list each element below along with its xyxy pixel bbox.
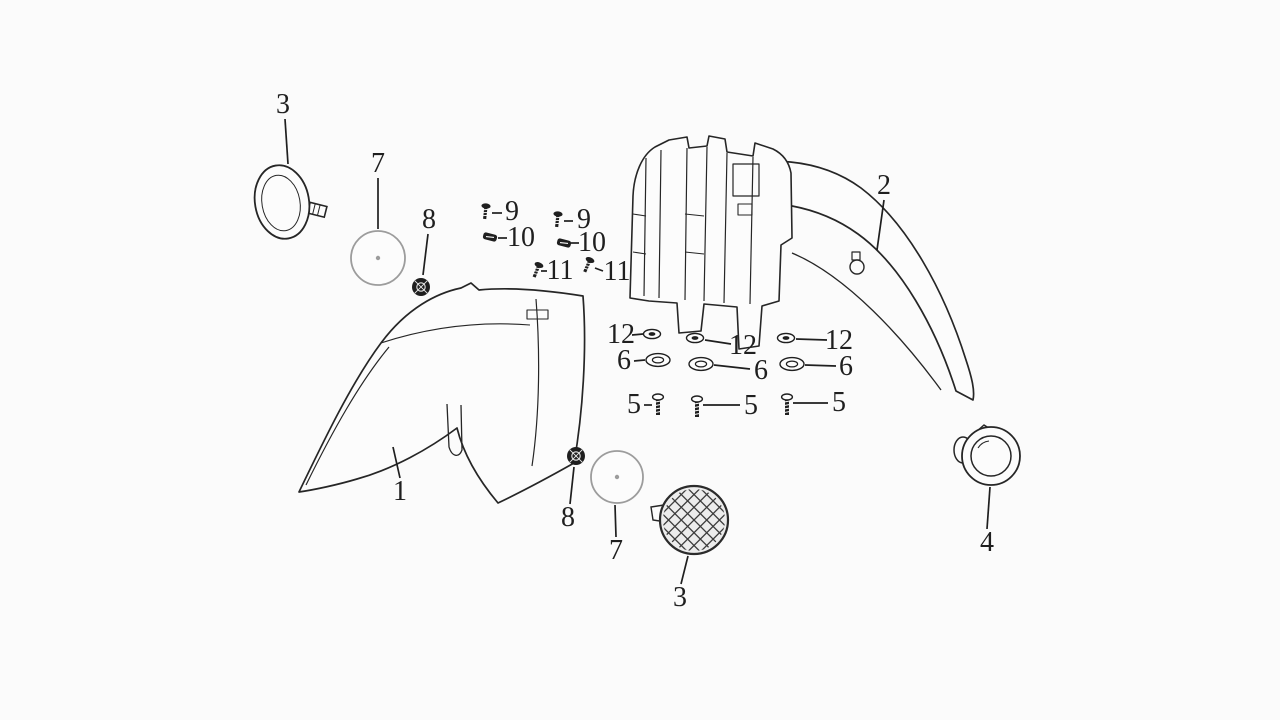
bushing-6-c (779, 356, 805, 372)
clip-10-right (555, 237, 573, 249)
leader-line-11-8 (594, 267, 604, 272)
screw-11-left (529, 260, 545, 280)
bushing-6-b (688, 356, 714, 372)
leader-line-8-2 (422, 233, 429, 276)
grommet-bottom (566, 446, 586, 466)
leader-line-12-11 (704, 339, 732, 345)
clip-10-left (481, 231, 499, 243)
reflector-top (253, 164, 328, 240)
leader-line-4-23 (986, 486, 991, 530)
front-fender (298, 282, 586, 504)
center-bracket (629, 135, 793, 350)
bushing-6-a (645, 352, 671, 368)
bolt-5-b (690, 395, 704, 418)
reflector-bottom (650, 484, 730, 556)
disc-bottom (590, 450, 644, 504)
screw-9-left (479, 202, 492, 220)
leader-line-8-20 (569, 466, 575, 505)
leader-line-3-0 (284, 118, 289, 165)
leader-line-12-10 (631, 333, 644, 336)
screw-11-right (580, 255, 596, 275)
grommet-top (411, 277, 431, 297)
washer-12-a (642, 328, 662, 340)
leader-line-6-13 (633, 359, 646, 362)
bolt-5-c (780, 393, 794, 416)
horn (953, 424, 1021, 486)
washer-12-b (685, 332, 705, 344)
leader-line-3-22 (680, 555, 689, 585)
leader-line-6-14 (713, 364, 751, 370)
leader-line-2-9 (876, 199, 885, 251)
leader-line-12-12 (795, 338, 828, 341)
screw-9-right (551, 210, 564, 228)
washer-12-c (776, 332, 796, 344)
leader-line-7-21 (614, 504, 617, 538)
leader-lines (284, 118, 991, 585)
leader-line-1-19 (392, 446, 401, 479)
leader-line-6-15 (804, 364, 837, 367)
disc-top (350, 230, 406, 286)
bolt-5-a (651, 393, 665, 416)
